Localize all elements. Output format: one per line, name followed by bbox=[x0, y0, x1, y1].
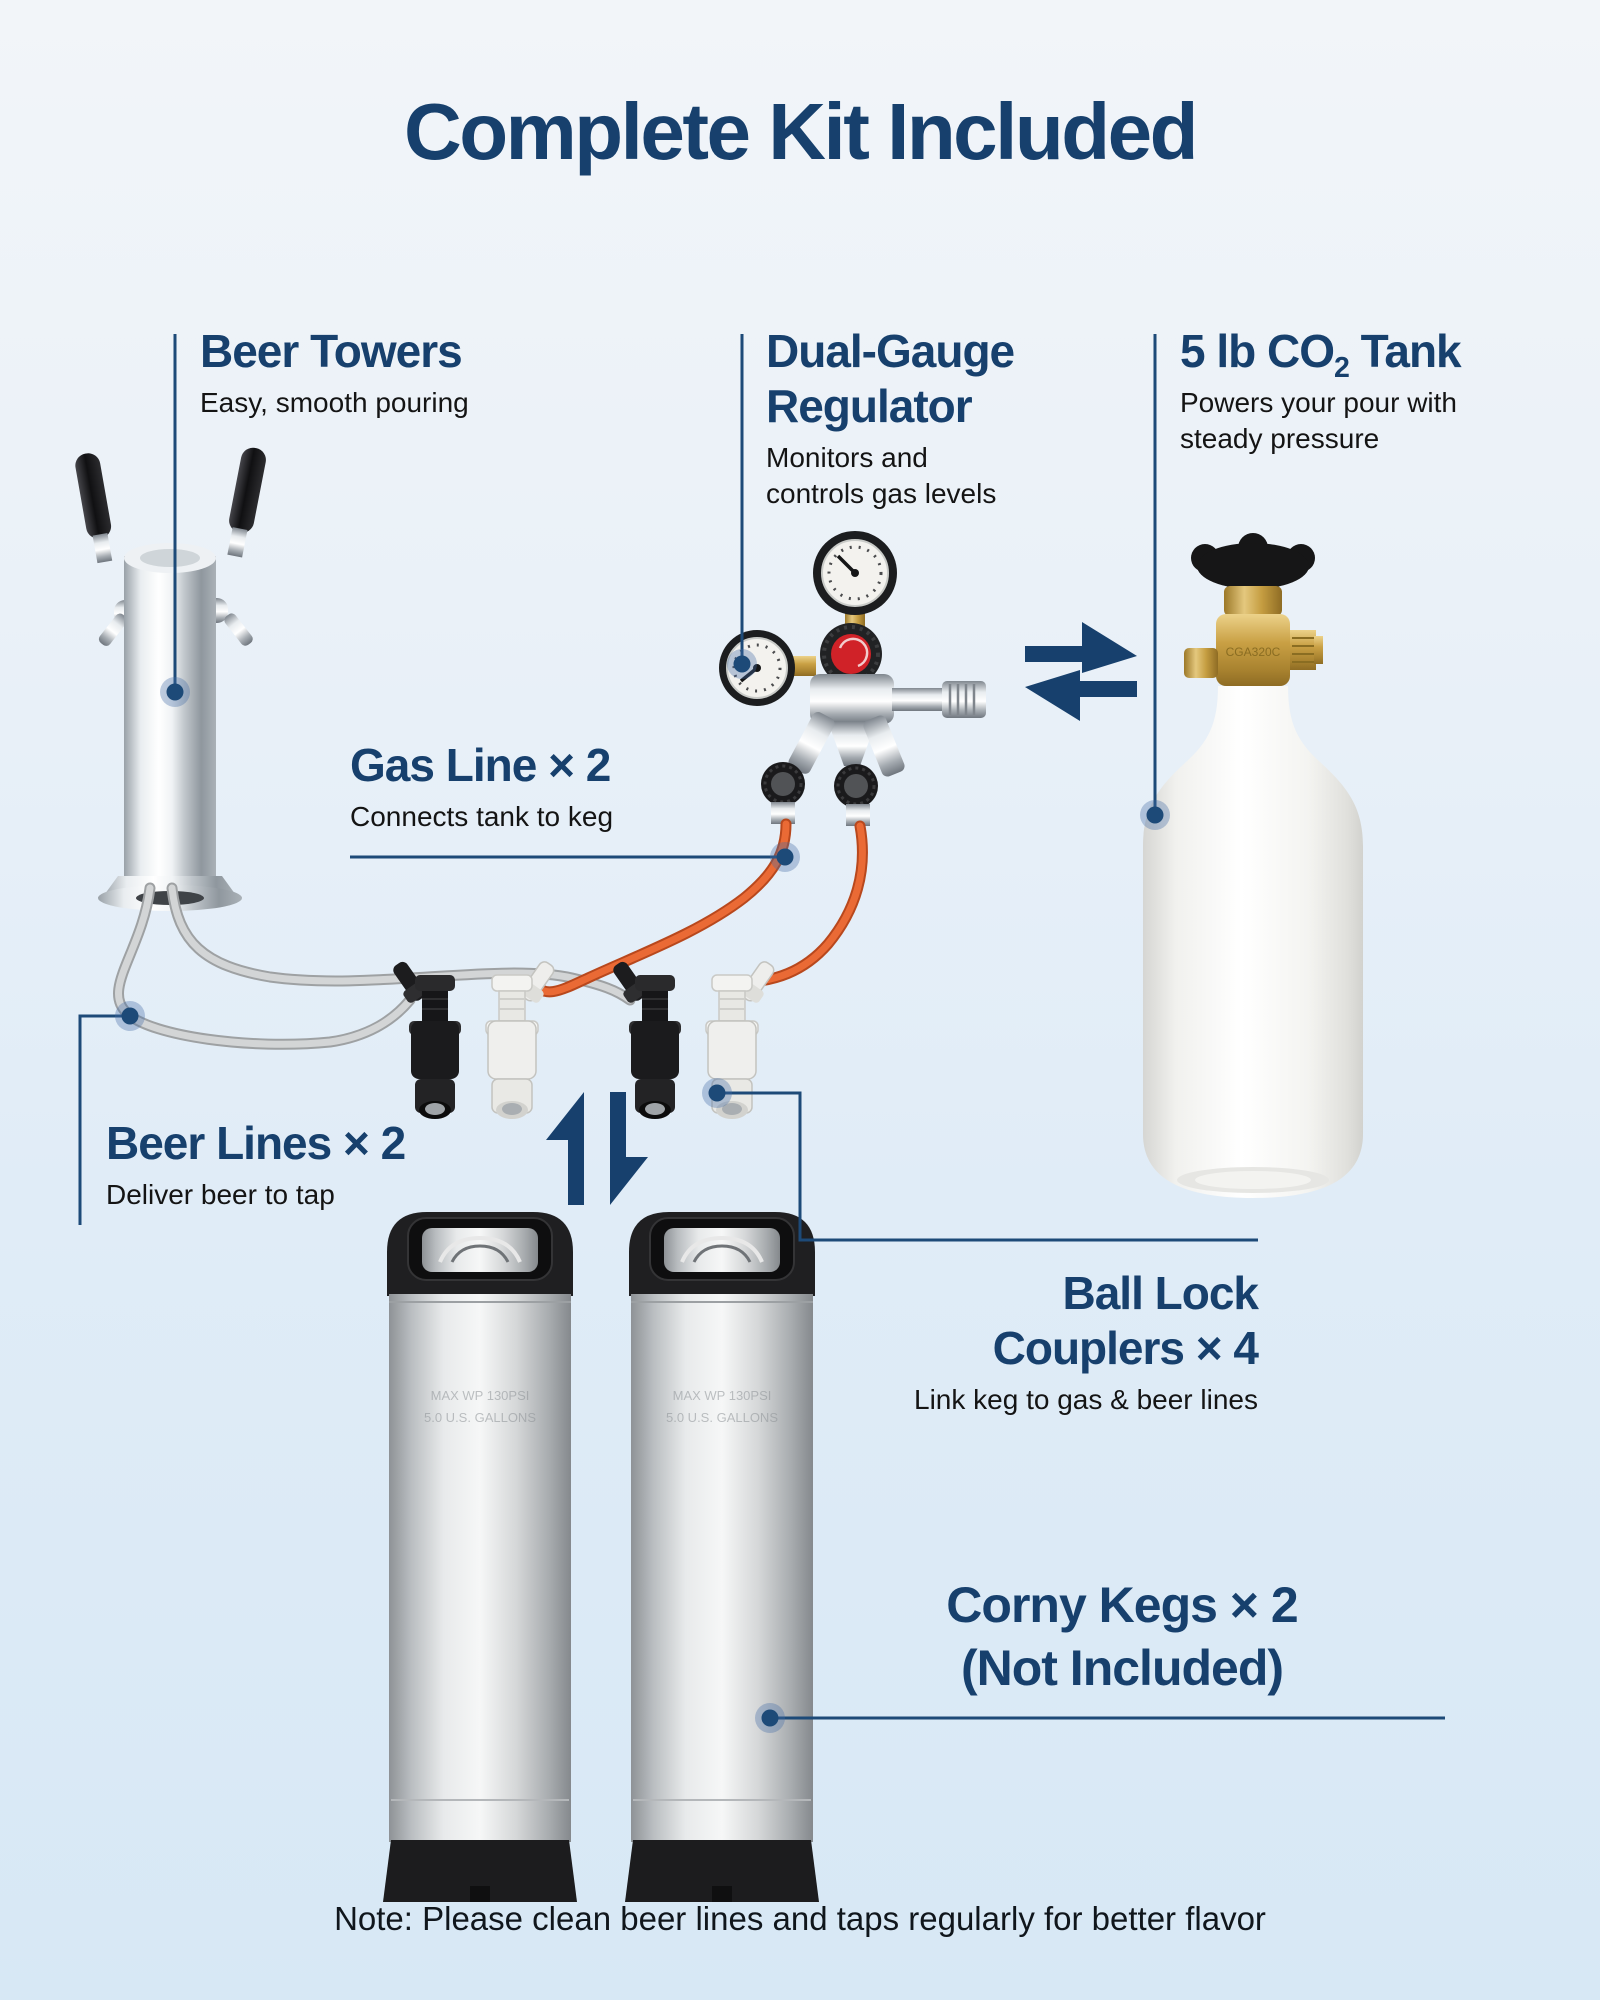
shutoff-valve-right bbox=[834, 764, 878, 826]
pressure-gauge-top bbox=[813, 531, 897, 615]
keg-body bbox=[389, 1294, 571, 1842]
corny-kegs-title-line1: Corny Kegs × 2 bbox=[946, 1577, 1298, 1633]
ball-lock-coupler-white bbox=[485, 961, 555, 1119]
callout-dot bbox=[755, 1703, 785, 1733]
callout-dots bbox=[115, 649, 1170, 1733]
corny-kegs-label: Corny Kegs × 2 (Not Included) bbox=[822, 1574, 1422, 1700]
tower-column bbox=[124, 556, 216, 880]
co2-tank-subtitle-line2: steady pressure bbox=[1180, 423, 1380, 455]
gas-line-tube-1 bbox=[528, 818, 792, 998]
tank-valve-knob bbox=[1191, 533, 1315, 590]
exchange-arrows-icon bbox=[1025, 622, 1137, 721]
co2-tank-subtitle-line1: Powers your pour with bbox=[1180, 387, 1458, 419]
ball-lock-label: Ball Lock Couplers × 4 Link keg to gas &… bbox=[738, 1266, 1259, 1418]
up-down-arrows-icon bbox=[546, 1092, 648, 1205]
beer-towers-label: Beer Towers Easy, smooth pouring bbox=[200, 324, 469, 421]
callout-dot bbox=[160, 677, 190, 707]
beer-lines-label: Beer Lines × 2 Deliver beer to tap bbox=[106, 1116, 406, 1213]
footer-note: Note: Please clean beer lines and taps r… bbox=[334, 1900, 1266, 1937]
tap-handle-left bbox=[75, 453, 113, 564]
callout-dot bbox=[1140, 800, 1170, 830]
regulator-title-line2: Regulator bbox=[766, 380, 973, 433]
page-title: Complete Kit Included bbox=[404, 87, 1199, 176]
gas-line-tube-2 bbox=[746, 820, 868, 988]
callout-line-ball-lock bbox=[717, 1091, 1258, 1242]
pressure-gauge-left bbox=[719, 630, 795, 706]
callout-dot bbox=[770, 842, 800, 872]
tank-bottle bbox=[1143, 686, 1363, 1198]
co2-tank-label: 5 lb CO2 Tank Powers your pour with stea… bbox=[1180, 324, 1462, 457]
tank-nut bbox=[942, 681, 986, 718]
ball-lock-title-line2: Couplers × 4 bbox=[992, 1322, 1259, 1375]
regulator-subtitle-line1: Monitors and bbox=[766, 442, 928, 474]
callout-lines bbox=[78, 334, 1445, 1720]
callout-line-beer-lines bbox=[78, 1014, 130, 1225]
regulator-image bbox=[719, 531, 986, 826]
co2-tank-image: CGA320C bbox=[1143, 533, 1363, 1198]
beer-lines-subtitle: Deliver beer to tap bbox=[106, 1179, 335, 1211]
callout-dot bbox=[702, 1078, 732, 1108]
beer-lines-title: Beer Lines × 2 bbox=[106, 1117, 406, 1169]
gas-line-title: Gas Line × 2 bbox=[350, 739, 611, 791]
ball-lock-title-line1: Ball Lock bbox=[1062, 1267, 1259, 1319]
co2-tank-title: 5 lb CO2 Tank bbox=[1180, 325, 1462, 385]
tap-handle-right bbox=[227, 447, 266, 558]
beer-line-tube-1 bbox=[113, 882, 416, 1050]
tank-valve: CGA320C bbox=[1184, 586, 1323, 686]
keg-embossed-text: 5.0 U.S. GALLONS bbox=[424, 1410, 536, 1425]
regulator-title-line1: Dual-Gauge bbox=[766, 325, 1015, 377]
beer-towers-title: Beer Towers bbox=[200, 325, 463, 377]
corny-kegs-title-line2: (Not Included) bbox=[960, 1640, 1284, 1696]
callout-dot bbox=[727, 649, 757, 679]
ball-lock-subtitle: Link keg to gas & beer lines bbox=[914, 1384, 1258, 1416]
gas-line-subtitle: Connects tank to keg bbox=[350, 801, 614, 833]
gas-line-label: Gas Line × 2 Connects tank to keg bbox=[350, 738, 613, 835]
regulator-subtitle-line2: controls gas levels bbox=[766, 478, 997, 510]
beer-tower-image bbox=[75, 447, 266, 911]
callout-dot bbox=[115, 1001, 145, 1031]
beer-line-tube-2 bbox=[166, 882, 636, 1006]
keg-embossed-text: MAX WP 130PSI bbox=[431, 1388, 530, 1403]
valve-marking: CGA320C bbox=[1226, 645, 1281, 659]
shutoff-valve-left bbox=[761, 762, 805, 824]
regulator-label: Dual-Gauge Regulator Monitors and contro… bbox=[766, 324, 1015, 512]
ball-lock-coupler-black bbox=[393, 961, 461, 1119]
corny-keg: MAX WP 130PSI 5.0 U.S. GALLONS bbox=[383, 1212, 577, 1902]
beer-towers-subtitle: Easy, smooth pouring bbox=[200, 387, 469, 419]
